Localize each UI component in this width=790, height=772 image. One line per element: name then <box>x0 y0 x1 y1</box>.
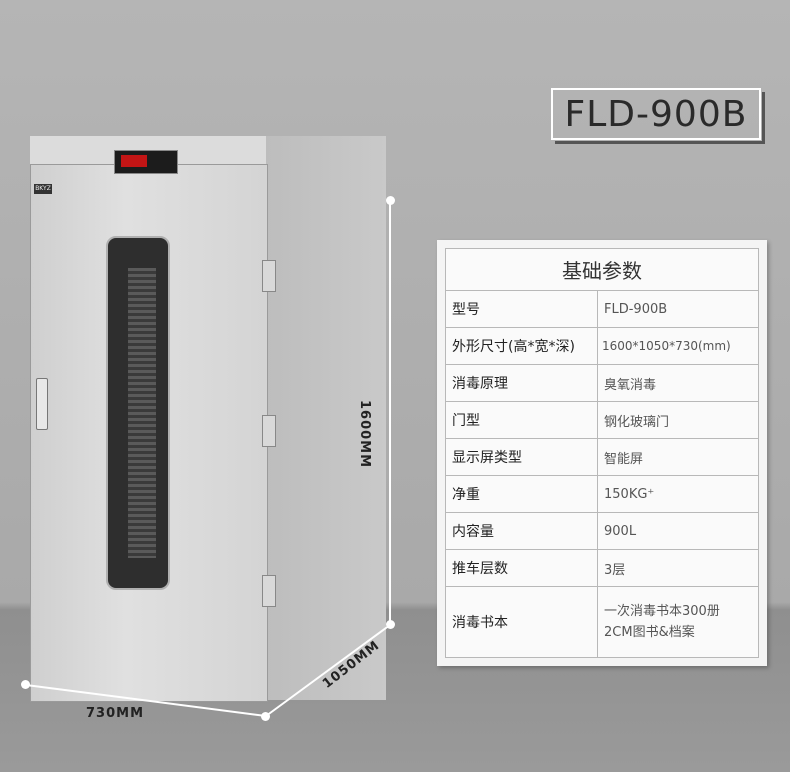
table-row: 消毒原理 臭氧消毒 <box>445 364 759 402</box>
model-title-text: FLD-900B <box>564 93 748 135</box>
row-label: 显示屏类型 <box>445 438 598 476</box>
row-label: 内容量 <box>445 512 598 550</box>
display-led <box>121 155 147 167</box>
glass-window <box>106 236 170 590</box>
brand-badge: BKYZ <box>34 184 52 194</box>
table-row: 推车层数 3层 <box>445 549 759 587</box>
width-left-dot <box>21 680 30 689</box>
spec-title: 基础参数 <box>445 248 759 291</box>
row-value: 1600*1050*730(mm) <box>597 327 759 365</box>
row-label: 推车层数 <box>445 549 598 587</box>
hinge-middle <box>262 415 276 447</box>
table-row: 显示屏类型 智能屏 <box>445 438 759 476</box>
row-value: FLD-900B <box>597 290 759 328</box>
cabinet-side <box>266 136 386 700</box>
row-value: 一次消毒书本300册 2CM图书&档案 <box>597 586 759 658</box>
row-label: 外形尺寸(高*宽*深) <box>445 327 598 365</box>
width-line <box>25 684 267 717</box>
row-value: 臭氧消毒 <box>597 364 759 402</box>
row-label: 型号 <box>445 290 598 328</box>
table-row: 门型 钢化玻璃门 <box>445 401 759 439</box>
table-row: 型号 FLD-900B <box>445 290 759 328</box>
table-row: 消毒书本 一次消毒书本300册 2CM图书&档案 <box>445 586 759 658</box>
spec-grid: 基础参数 型号 FLD-900B 外形尺寸(高*宽*深) 1600*1050*7… <box>445 248 759 658</box>
door-handle <box>36 378 48 430</box>
row-value: 3层 <box>597 549 759 587</box>
row-label: 消毒书本 <box>445 586 598 658</box>
row-value-line2: 2CM图书&档案 <box>604 625 695 640</box>
table-header-row: 基础参数 <box>445 248 759 291</box>
row-label: 门型 <box>445 401 598 439</box>
row-label: 净重 <box>445 475 598 513</box>
height-label: 1600MM <box>357 400 372 469</box>
control-panel <box>114 150 178 174</box>
height-bottom-dot <box>386 620 395 629</box>
width-label: 730MM <box>86 706 145 721</box>
spec-table: 基础参数 型号 FLD-900B 外形尺寸(高*宽*深) 1600*1050*7… <box>437 240 767 666</box>
hinge-top <box>262 260 276 292</box>
table-row: 内容量 900L <box>445 512 759 550</box>
hinge-bottom <box>262 575 276 607</box>
corner-dot <box>261 712 270 721</box>
row-value: 150KG⁺ <box>597 475 759 513</box>
row-value: 钢化玻璃门 <box>597 401 759 439</box>
row-value: 900L <box>597 512 759 550</box>
height-top-dot <box>386 196 395 205</box>
table-row: 净重 150KG⁺ <box>445 475 759 513</box>
table-row: 外形尺寸(高*宽*深) 1600*1050*730(mm) <box>445 327 759 365</box>
rack-slats <box>128 268 156 558</box>
row-value: 智能屏 <box>597 438 759 476</box>
row-value-line1: 一次消毒书本300册 <box>604 604 720 619</box>
row-label: 消毒原理 <box>445 364 598 402</box>
depth-line <box>265 624 391 717</box>
